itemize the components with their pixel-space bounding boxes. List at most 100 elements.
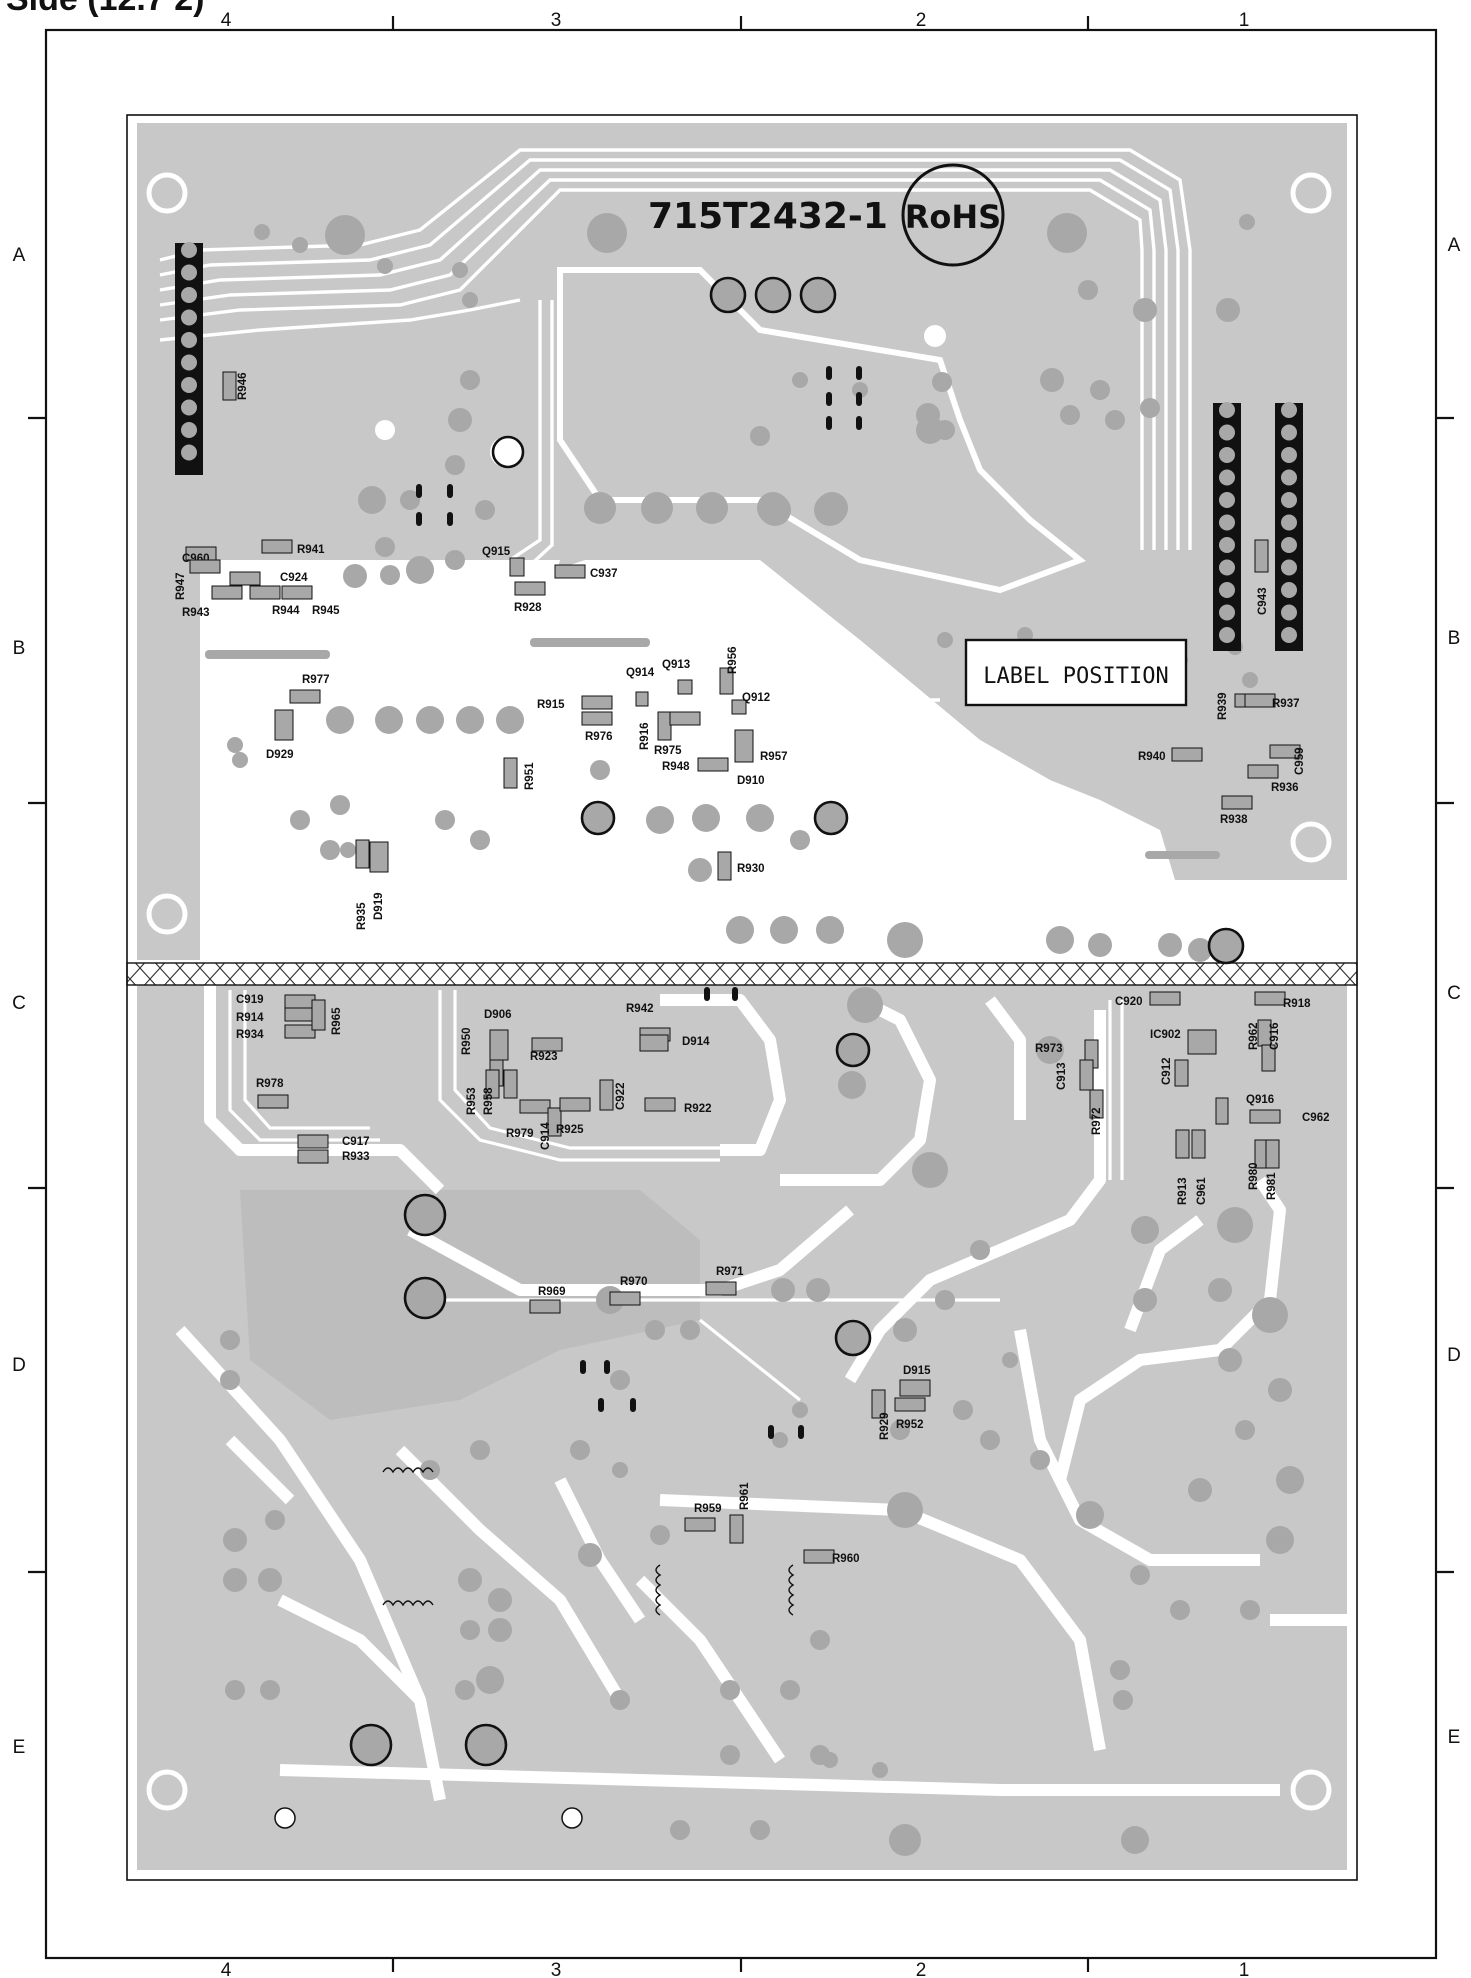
- row-label: C: [1447, 983, 1461, 1004]
- component-ref-label: R961: [739, 1482, 751, 1510]
- component-footprint: [719, 667, 734, 695]
- header-pin: [1219, 582, 1235, 598]
- component-ref-label: R935: [356, 902, 368, 930]
- component-ref-label: D929: [266, 749, 294, 761]
- header-pin: [1219, 424, 1235, 441]
- component-ref-label: Q916: [1246, 1094, 1274, 1106]
- component-footprint: [899, 1379, 931, 1397]
- traces-bottom: [175, 985, 1350, 1802]
- component-ref-label: R969: [538, 1286, 566, 1298]
- component-ref-label: R948: [662, 761, 690, 773]
- component-footprint: [284, 1007, 316, 1022]
- component-ref-label: R937: [1272, 698, 1300, 710]
- header-pin: [181, 377, 197, 393]
- header-pin: [1219, 537, 1235, 553]
- header-pin: [1281, 447, 1297, 463]
- component-footprint: [489, 1029, 509, 1061]
- component-footprint: [1191, 1129, 1206, 1159]
- col-label: 1: [1239, 10, 1250, 31]
- component-footprint: [1174, 1059, 1189, 1087]
- component-ref-label: R981: [1266, 1172, 1278, 1200]
- component-footprint: [1249, 1109, 1281, 1124]
- component-footprint: [519, 1099, 551, 1114]
- component-ref-label: Q914: [626, 667, 655, 679]
- component-footprint: [297, 1134, 329, 1149]
- column-labels-bottom: 4 3 2 1: [221, 1960, 1250, 1978]
- row-label: E: [13, 1737, 26, 1758]
- header-pin: [181, 399, 197, 416]
- component-footprint: [229, 571, 261, 586]
- row-label: C: [12, 993, 26, 1014]
- component-ref-label: C919: [236, 994, 264, 1006]
- row-labels-left: A B C D E: [12, 245, 26, 1758]
- component-footprint: [514, 581, 546, 596]
- component-ref-label: R914: [236, 1012, 264, 1024]
- component-footprint: [669, 711, 701, 726]
- component-ref-label: C913: [1056, 1063, 1068, 1091]
- header-pin: [1281, 424, 1297, 441]
- component-ref-label: R975: [654, 745, 682, 757]
- component-ref-label: R957: [760, 751, 788, 763]
- component-footprint: [554, 564, 586, 579]
- component-ref-label: R944: [272, 605, 300, 617]
- header-pin: [181, 309, 197, 326]
- header-pin: [181, 354, 197, 371]
- component-ref-label: D915: [903, 1365, 931, 1377]
- component-footprint: [717, 851, 732, 881]
- component-footprint: [311, 999, 326, 1031]
- component-footprint: [249, 585, 281, 600]
- component-footprint: [355, 839, 370, 869]
- component-footprint: [261, 539, 293, 554]
- component-ref-label: R977: [302, 674, 330, 686]
- label-position-box: LABEL POSITION: [964, 638, 1188, 707]
- component-ref-label: R942: [626, 1003, 654, 1015]
- ringed-pads: [349, 276, 1245, 1767]
- component-ref-label: R956: [727, 647, 739, 675]
- component-ref-label: Q913: [662, 659, 690, 671]
- component-footprint: [1265, 1139, 1280, 1169]
- component-ref-label: R945: [312, 605, 340, 617]
- component-ref-label: R979: [506, 1128, 534, 1140]
- component-footprint: [281, 585, 313, 600]
- component-ref-label: R952: [896, 1419, 924, 1431]
- component-ref-label: C962: [1302, 1112, 1330, 1124]
- component-ref-label: C914: [540, 1122, 552, 1150]
- component-footprint: [284, 994, 316, 1009]
- component-ref-label: R936: [1271, 782, 1299, 794]
- header-pin: [181, 242, 197, 258]
- component-ref-label: R950: [461, 1028, 473, 1056]
- component-ref-label: R922: [684, 1103, 712, 1115]
- component-ref-label: R976: [585, 731, 613, 743]
- component-ref-label: R958: [483, 1087, 495, 1115]
- component-ref-label: R923: [530, 1051, 558, 1063]
- header-pins: [181, 242, 1297, 643]
- mounting-holes: [146, 172, 1332, 1811]
- component-ref-label: R960: [832, 1553, 860, 1565]
- component-footprint: [1244, 693, 1276, 708]
- header-pin: [1219, 492, 1235, 508]
- header-pin: [181, 287, 197, 303]
- component-ref-label: D910: [737, 775, 765, 787]
- component-ref-label: C943: [1257, 588, 1269, 616]
- component-footprint: [503, 757, 518, 789]
- component-ref-label: R953: [466, 1088, 478, 1116]
- header-pin: [1281, 582, 1297, 598]
- component-footprint: [871, 1389, 886, 1419]
- component-footprint: [1254, 539, 1269, 573]
- row-label: A: [13, 245, 26, 266]
- component-ref-label: C924: [280, 572, 308, 584]
- col-label: 1: [1239, 1960, 1250, 1978]
- row-label: B: [13, 638, 26, 659]
- component-footprint: [1171, 747, 1203, 762]
- header-pin: [1281, 604, 1297, 621]
- row-label: D: [1447, 1345, 1461, 1366]
- component-ref-label: R980: [1248, 1163, 1260, 1191]
- component-footprint: [274, 709, 294, 741]
- component-footprint: [289, 689, 321, 704]
- small-holes: [274, 1807, 583, 1829]
- header-pin: [181, 332, 197, 348]
- component-ref-label: R929: [879, 1413, 891, 1441]
- component-footprint: [1254, 991, 1286, 1006]
